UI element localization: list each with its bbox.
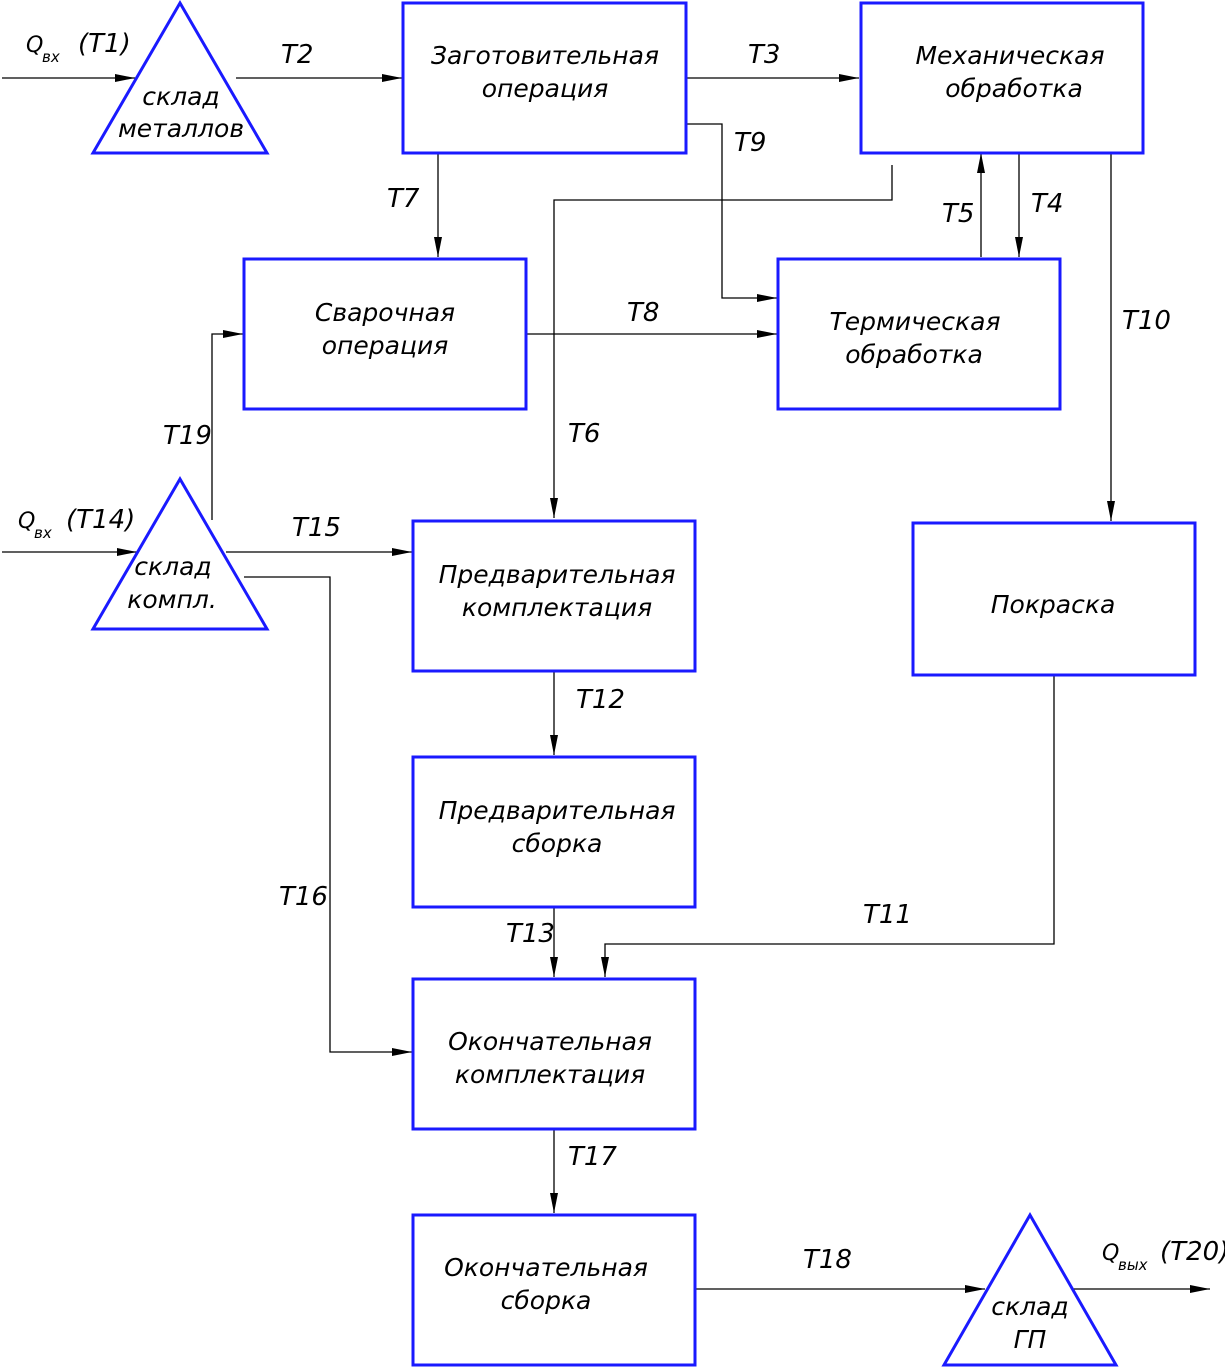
q-in-2-flow: (T14)	[66, 505, 135, 535]
block-pred-komplektatsiya-line2: комплектация	[462, 593, 652, 622]
block-okonch-sborka-line2: сборка	[501, 1286, 592, 1315]
flow-label-t18: T18	[803, 1245, 852, 1275]
warehouse-components: склад компл.	[90, 476, 270, 631]
q-in-2-label: Q вх (T14)	[18, 505, 135, 542]
flow-t16-line	[244, 576, 412, 1056]
block-mekhanicheskaya-line1: Механическая	[915, 41, 1104, 70]
warehouse-finished-line1: склад	[991, 1292, 1068, 1321]
warehouse-metals-line2: металлов	[118, 114, 244, 143]
flow-label-t10: T10	[1122, 306, 1171, 336]
q-in-2-subscript: вх	[34, 524, 52, 542]
flow-label-t17: T17	[568, 1142, 617, 1172]
block-pred-sborka-line2: сборка	[512, 829, 603, 858]
q-out-symbol: Q	[1102, 1241, 1119, 1266]
block-zagotovitelnaya-line2: операция	[482, 74, 609, 103]
q-in-1-label: Q вх (T1)	[26, 29, 131, 66]
warehouse-metals: склад металлов	[90, 0, 270, 155]
block-pred-komplektatsiya-line1: Предварительная	[439, 560, 676, 589]
q-out-flow: (T20)	[1160, 1237, 1225, 1267]
warehouse-components-line2: компл.	[127, 585, 217, 614]
flow-label-t11: T11	[863, 900, 912, 930]
q-in-2-symbol: Q	[18, 509, 35, 534]
block-svarochnaya: Сварочная операция	[242, 257, 528, 411]
flow-label-t9: T9	[734, 128, 766, 158]
warehouse-metals-line1: склад	[142, 82, 219, 111]
flow-t9-line	[686, 123, 777, 302]
block-pred-sborka-line1: Предварительная	[439, 796, 676, 825]
block-svarochnaya-line2: операция	[322, 331, 449, 360]
q-in-1-subscript: вх	[42, 48, 60, 66]
warehouse-finished-line2: ГП	[1014, 1325, 1047, 1354]
flow-label-t19: T19	[163, 421, 212, 451]
block-mekhanicheskaya: Механическая обработка	[859, 1, 1145, 155]
q-in-1-symbol: Q	[26, 33, 43, 58]
q-out-subscript: вых	[1118, 1256, 1148, 1274]
warehouse-finished: склад ГП	[941, 1211, 1119, 1367]
flow-label-t5: T5	[942, 199, 974, 229]
q-in-1-flow: (T1)	[78, 29, 131, 59]
block-okonch-sborka: Окончательная сборка	[411, 1213, 697, 1367]
block-okonch-komplektatsiya-line2: комплектация	[455, 1060, 645, 1089]
flow-label-t2: T2	[281, 40, 313, 70]
flow-lines	[2, 74, 1210, 1293]
block-pred-sborka: Предварительная сборка	[411, 755, 697, 909]
flow-label-t13: T13	[506, 919, 555, 949]
flow-labels: T2 T3 T9 T7 T5 T4 T8 T10 T19 T6 T15 T12 …	[163, 40, 1171, 1275]
block-termicheskaya-line1: Термическая	[830, 307, 1001, 336]
flow-label-t7: T7	[387, 184, 420, 214]
block-zagotovitelnaya: Заготовительная операция	[401, 1, 688, 155]
flow-label-t15: T15	[292, 513, 341, 543]
block-zagotovitelnaya-line1: Заготовительная	[431, 41, 659, 70]
flow-label-t3: T3	[748, 40, 780, 70]
flow-label-t4: T4	[1031, 189, 1063, 219]
flow-label-t6: T6	[568, 419, 600, 449]
block-pokraska-line1: Покраска	[991, 590, 1116, 619]
block-termicheskaya-line2: обработка	[845, 340, 983, 369]
flow-t11-line	[601, 676, 1055, 977]
block-pred-komplektatsiya: Предварительная комплектация	[411, 519, 697, 673]
block-mekhanicheskaya-line2: обработка	[945, 74, 1083, 103]
flow-label-t16: T16	[279, 882, 328, 912]
block-pokraska: Покраска	[911, 521, 1197, 677]
flow-t6-line	[550, 165, 893, 518]
block-svarochnaya-line1: Сварочная	[315, 298, 455, 327]
block-okonch-komplektatsiya-line1: Окончательная	[448, 1027, 652, 1056]
block-okonch-komplektatsiya: Окончательная комплектация	[411, 977, 697, 1131]
flow-t19-line	[211, 330, 243, 520]
block-okonch-sborka-line1: Окончательная	[444, 1253, 648, 1282]
block-termicheskaya: Термическая обработка	[776, 257, 1062, 411]
flow-label-t8: T8	[627, 298, 659, 328]
flow-label-t12: T12	[576, 685, 625, 715]
warehouse-components-line1: склад	[134, 552, 211, 581]
q-out-label: Q вых (T20)	[1102, 1237, 1225, 1274]
